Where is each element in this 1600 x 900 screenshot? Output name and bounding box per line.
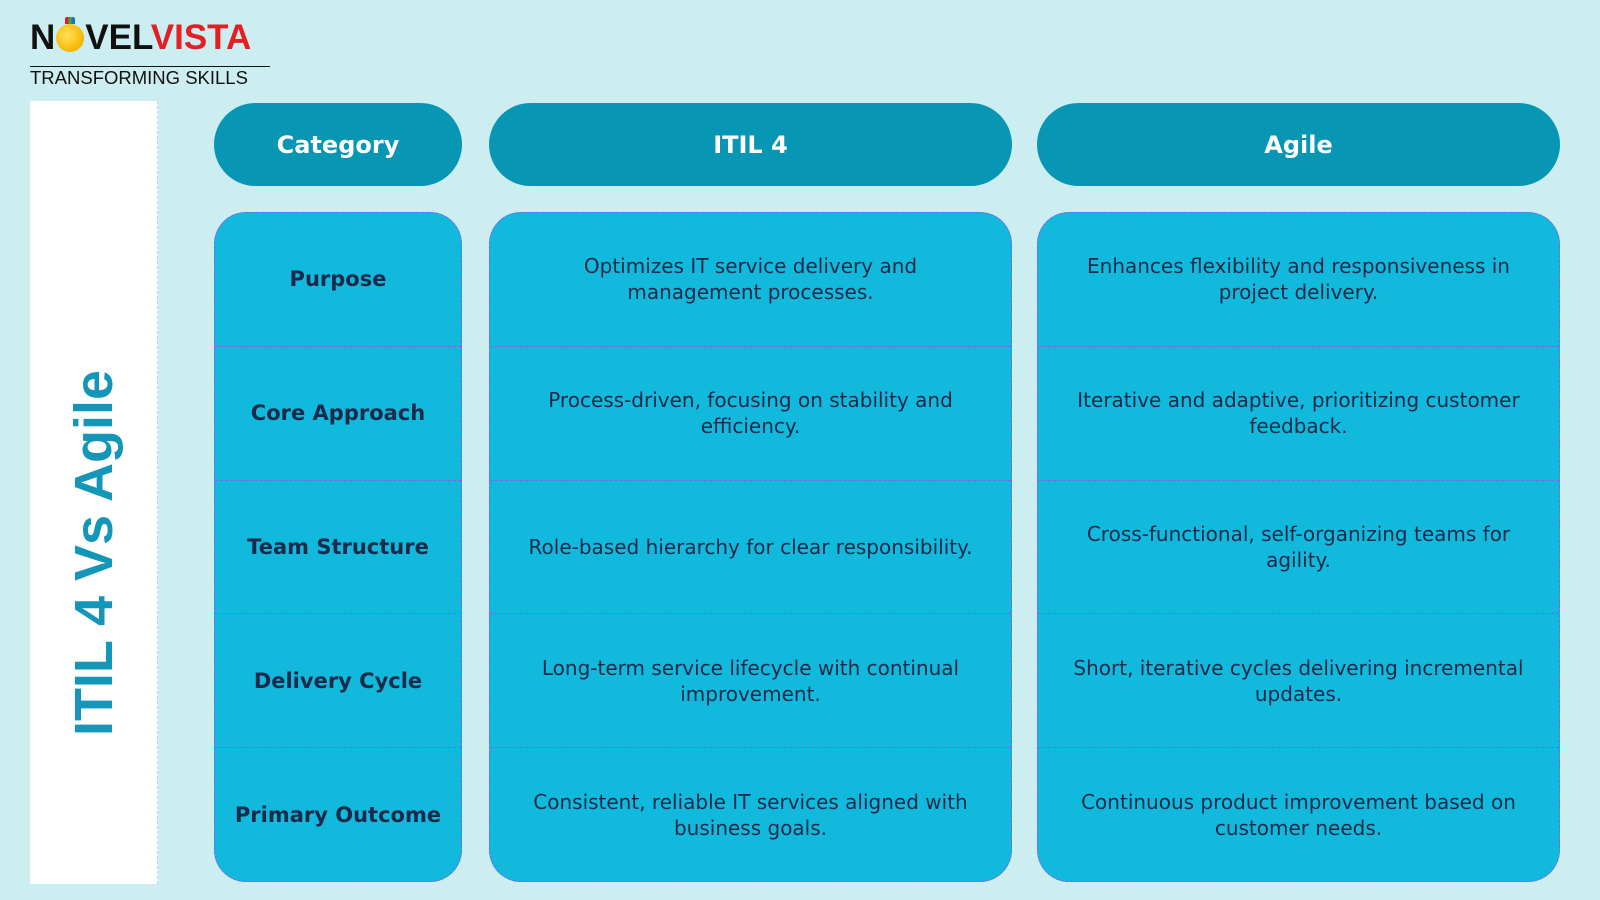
novelvista-logo: N VELVISTA TRANSFORMING SKILLS <box>30 16 275 88</box>
agile-column: Enhances flexibility and responsiveness … <box>1037 212 1560 882</box>
agile-cell-team-structure: Cross-functional, self-organizing teams … <box>1038 479 1559 614</box>
itil4-cell-primary-outcome: Consistent, reliable IT services aligned… <box>490 747 1011 881</box>
category-cell-core-approach: Core Approach <box>215 345 461 480</box>
itil4-cell-core-approach: Process-driven, focusing on stability an… <box>490 345 1011 480</box>
header-agile: Agile <box>1037 103 1560 186</box>
itil4-cell-team-structure: Role-based hierarchy for clear responsib… <box>490 479 1011 614</box>
itil4-column: Optimizes IT service delivery and manage… <box>489 212 1012 882</box>
itil4-cell-delivery-cycle: Long-term service lifecycle with continu… <box>490 613 1011 747</box>
agile-cell-core-approach: Iterative and adaptive, prioritizing cus… <box>1038 345 1559 480</box>
category-cell-purpose: Purpose <box>289 267 387 292</box>
agile-cell-purpose: Enhances flexibility and responsiveness … <box>1087 254 1510 305</box>
logo-text-n: N <box>30 18 56 57</box>
category-cell-delivery-cycle: Delivery Cycle <box>215 613 461 747</box>
category-cell-primary-outcome: Primary Outcome <box>215 747 461 881</box>
agile-cell-primary-outcome: Continuous product improvement based on … <box>1038 747 1559 881</box>
side-title-panel: ITIL 4 Vs Agile <box>30 101 158 884</box>
category-column: Purpose Core Approach Team Structure Del… <box>214 212 462 882</box>
agile-cell-delivery-cycle: Short, iterative cycles delivering incre… <box>1038 613 1559 747</box>
itil4-cell-purpose: Optimizes IT service delivery and manage… <box>583 254 918 305</box>
logo-wordmark: N VELVISTA <box>30 17 252 58</box>
logo-text-vel: VEL <box>85 18 151 57</box>
category-cell-team-structure: Team Structure <box>215 479 461 614</box>
header-itil4: ITIL 4 <box>489 103 1012 186</box>
logo-o-icon <box>56 17 85 52</box>
logo-text-vista: VISTA <box>150 18 252 57</box>
logo-tagline: TRANSFORMING SKILLS <box>30 66 270 88</box>
header-category: Category <box>214 103 462 186</box>
page-title: ITIL 4 Vs Agile <box>64 369 124 737</box>
